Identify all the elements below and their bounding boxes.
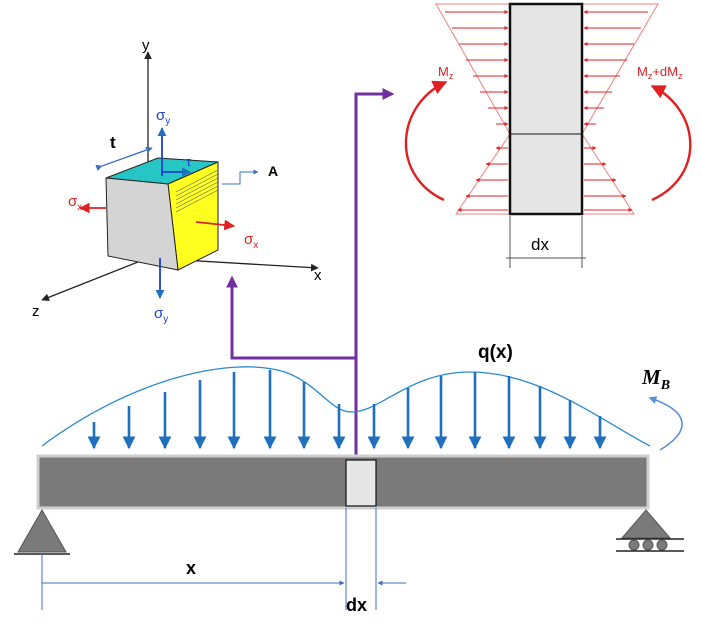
- roller-wheel: [628, 539, 640, 551]
- pin-support-left: [17, 508, 67, 553]
- beam-body: [36, 454, 650, 510]
- cube-front-face: [105, 177, 179, 271]
- left-compression-arrows: [445, 10, 509, 126]
- beam-slice: [345, 459, 377, 507]
- tau-label: τ: [186, 154, 192, 169]
- sigma-y-top-label: σy: [156, 107, 170, 127]
- sigma-x-right-label: σx: [244, 231, 258, 251]
- sigma-x-right-arrow: [195, 219, 236, 231]
- z-axis-label: z: [32, 303, 40, 320]
- roller-wheel: [656, 539, 668, 551]
- right-compression-arrows: [583, 10, 648, 126]
- point-a-leader: [222, 169, 259, 185]
- cube-slice-hatching: [175, 169, 219, 213]
- moment-right-label: Mz+dMz: [637, 64, 683, 81]
- right-tension-arrows: [584, 146, 633, 212]
- left-stress-triangle-bottom: [455, 132, 511, 215]
- moment-left-label: Mz: [438, 64, 454, 81]
- z-axis-line: [41, 257, 149, 302]
- load-curve: [41, 366, 651, 447]
- section-element: dx Mz Mz+dMz: [404, 2, 692, 268]
- thickness-label: t: [110, 133, 116, 152]
- load-arrows: [87, 370, 607, 450]
- section-dx-label: dx: [531, 235, 549, 254]
- y-axis-label: y: [142, 37, 150, 54]
- thickness-dimension: [95, 146, 153, 172]
- connector-lines: [226, 88, 395, 462]
- right-stress-triangle-bottom: [581, 132, 635, 215]
- left-tension-arrows: [457, 146, 508, 212]
- x-axis-label: x: [314, 267, 322, 284]
- sigma-y-bottom-label: σy: [154, 305, 168, 325]
- roller-wheel: [642, 539, 654, 551]
- moment-b-arc: [648, 396, 683, 451]
- section-slice: [508, 2, 584, 216]
- connector-to-element: [226, 275, 356, 360]
- load-label: q(x): [478, 342, 513, 363]
- moment-b-label: MB: [641, 365, 670, 393]
- point-a-label: A: [268, 163, 278, 179]
- dx-dimension-label: dx: [346, 595, 367, 615]
- moment-left-arc: [404, 80, 448, 202]
- connector-to-section: [354, 88, 395, 462]
- stress-element: y x z t σy τ σy σx σx: [32, 37, 322, 325]
- moment-right-arc: [650, 84, 692, 202]
- roller-support-right: [620, 509, 672, 539]
- beam-assembly: q(x): [14, 342, 684, 615]
- x-dimension-label: x: [186, 558, 196, 578]
- sigma-x-left-label: σx: [68, 193, 82, 213]
